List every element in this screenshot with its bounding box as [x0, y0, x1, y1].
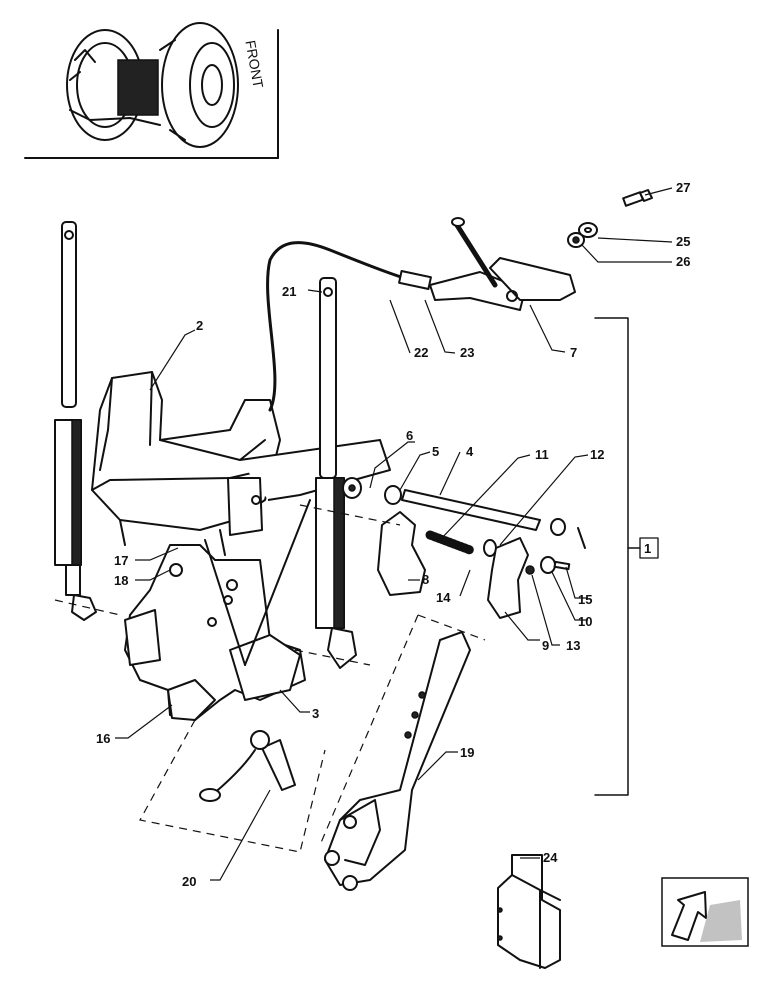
callout-7: 7: [570, 345, 577, 360]
latch-body-8: [377, 511, 426, 596]
cross-shaft: [401, 489, 541, 557]
group-1-box: [639, 537, 659, 559]
control-cable: [266, 241, 412, 412]
callout-27: 27: [676, 180, 690, 195]
hitch-assembly: [124, 499, 311, 721]
pin-12: [577, 527, 586, 549]
callout-13: 13: [566, 638, 580, 653]
callout-2: 2: [196, 318, 203, 333]
dashed-axis-right: [294, 649, 371, 666]
callout-5: 5: [432, 444, 439, 459]
washer-5: [384, 485, 402, 505]
callout-24: 24: [543, 850, 558, 865]
callout-12: 12: [590, 447, 604, 462]
callout-22: 22: [414, 345, 428, 360]
callout-3: 3: [312, 706, 319, 721]
washer-10: [540, 556, 556, 574]
dashed-axis-center: [299, 504, 401, 526]
callout-9: 9: [542, 638, 549, 653]
lower-link-arm-19: [324, 631, 471, 891]
callout-15: 15: [578, 592, 592, 607]
washer-12: [550, 518, 566, 536]
dashed-group-arm-box: [319, 614, 486, 846]
main-frame: [91, 371, 391, 556]
lock-pin-20: [199, 730, 296, 802]
callout-4: 4: [466, 444, 474, 459]
callout-11: 11: [535, 447, 549, 462]
callout-16: 16: [96, 731, 110, 746]
callout-8: 8: [422, 572, 429, 587]
group-bracket: [594, 317, 629, 796]
cable-end: [398, 270, 432, 290]
nut-26: [567, 232, 585, 248]
bracket-24: [497, 854, 561, 969]
callout-19: 19: [460, 745, 474, 760]
bolt-13: [525, 565, 535, 575]
leaders: [115, 187, 673, 881]
callout-21: 21: [282, 284, 296, 299]
callout-1: 1: [644, 541, 651, 556]
washer-25: [578, 222, 598, 238]
right-lift-rod: [315, 277, 357, 669]
callout-18: 18: [114, 573, 128, 588]
callout-10: 10: [578, 614, 592, 629]
callout-6: 6: [406, 428, 413, 443]
callout-26: 26: [676, 254, 690, 269]
dashed-group-pin-box: [139, 719, 326, 853]
bolt-27: [622, 189, 653, 207]
tractor-rear-icon: [24, 22, 279, 159]
left-lift-rod: [54, 221, 97, 621]
dashed-axis-left: [54, 599, 121, 616]
callout-14: 14: [436, 590, 451, 605]
inset-front-label: FRONT: [242, 39, 266, 90]
callout-23: 23: [460, 345, 474, 360]
callout-25: 25: [676, 234, 690, 249]
next-page-arrow-icon[interactable]: [661, 877, 749, 947]
screw-15: [553, 560, 571, 571]
callout-17: 17: [114, 553, 128, 568]
callout-20: 20: [182, 874, 196, 889]
latch-body-9: [487, 537, 529, 619]
lever-assembly: [429, 217, 576, 311]
